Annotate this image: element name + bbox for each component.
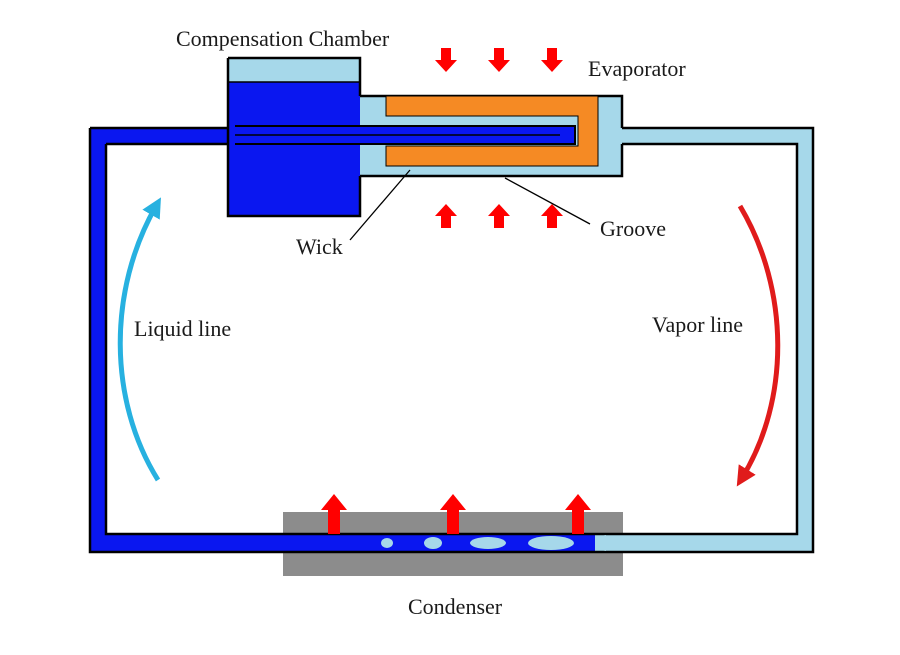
heat-in-arrows-bottom xyxy=(435,204,563,228)
red-arrow-icon xyxy=(435,204,457,228)
heat-in-arrows-top xyxy=(435,48,563,72)
vapor-bubbles xyxy=(381,535,606,551)
red-arrow-icon xyxy=(321,494,347,534)
label-condenser: Condenser xyxy=(408,594,503,619)
red-arrow-icon xyxy=(435,48,457,72)
red-arrow-icon xyxy=(541,204,563,228)
vapor-flow-arrow xyxy=(736,204,781,487)
label-vapor-line: Vapor line xyxy=(652,312,743,337)
label-wick: Wick xyxy=(296,234,343,259)
red-arrow-icon xyxy=(440,494,466,534)
label-liquid-line: Liquid line xyxy=(134,316,231,341)
condenser-plate-bottom xyxy=(283,552,623,576)
liquid-flow-arrow xyxy=(117,197,161,482)
wick xyxy=(385,95,599,167)
label-compensation-chamber: Compensation Chamber xyxy=(176,26,390,51)
label-groove: Groove xyxy=(600,216,666,241)
red-arrow-icon xyxy=(541,48,563,72)
label-evaporator: Evaporator xyxy=(588,56,686,81)
heat-out-arrows xyxy=(321,494,591,534)
red-arrow-icon xyxy=(488,48,510,72)
liquid-line-pipe xyxy=(88,126,595,554)
bayonet-tube xyxy=(235,125,576,145)
wick-leader-line xyxy=(349,169,411,241)
groove-leader-line xyxy=(504,177,591,225)
red-arrow-icon xyxy=(565,494,591,534)
red-arrow-icon xyxy=(488,204,510,228)
vapor-line-pipe xyxy=(595,126,815,554)
